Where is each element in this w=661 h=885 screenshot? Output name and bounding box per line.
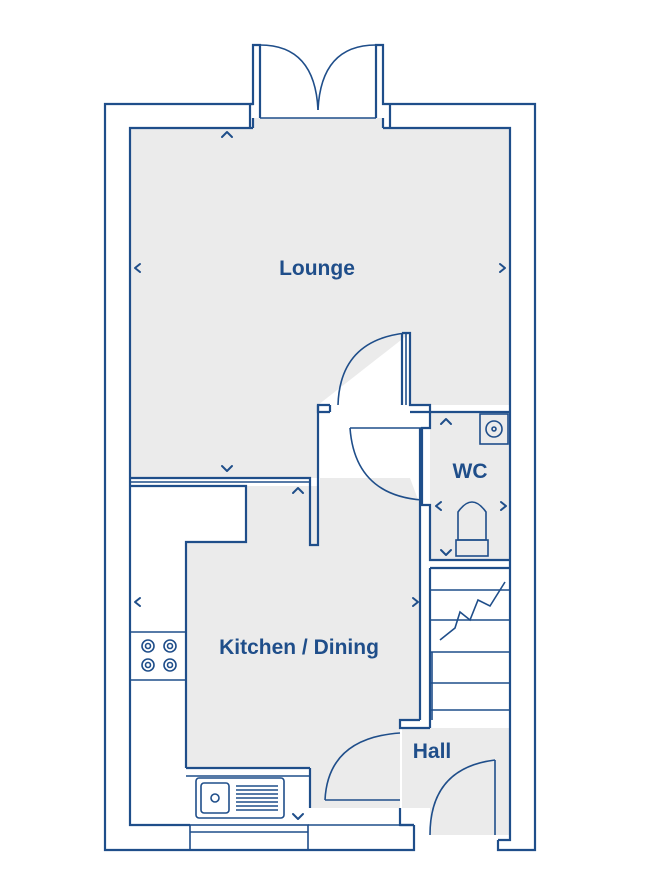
hall-floor <box>402 728 510 835</box>
outer-walls <box>103 102 537 852</box>
toilet-icon <box>455 501 489 557</box>
kitchen-floor <box>186 478 420 808</box>
room-label-hall: Hall <box>413 740 452 763</box>
stairs-icon <box>430 581 510 720</box>
basin-icon <box>479 413 509 445</box>
sink-icon <box>195 777 285 819</box>
room-label-kitchen: Kitchen / Dining <box>219 636 379 659</box>
front-window <box>189 823 414 851</box>
door-swing-icon <box>324 332 496 836</box>
room-label-wc: WC <box>453 460 488 483</box>
measure-marker-icon <box>134 131 507 820</box>
floor-fills <box>130 118 510 835</box>
wc-floor <box>430 412 510 560</box>
internal-walls <box>130 331 510 827</box>
french-doors-icon <box>250 43 390 119</box>
lounge-floor <box>130 118 510 478</box>
room-label-lounge: Lounge <box>279 257 355 280</box>
hob-icon <box>141 639 177 672</box>
